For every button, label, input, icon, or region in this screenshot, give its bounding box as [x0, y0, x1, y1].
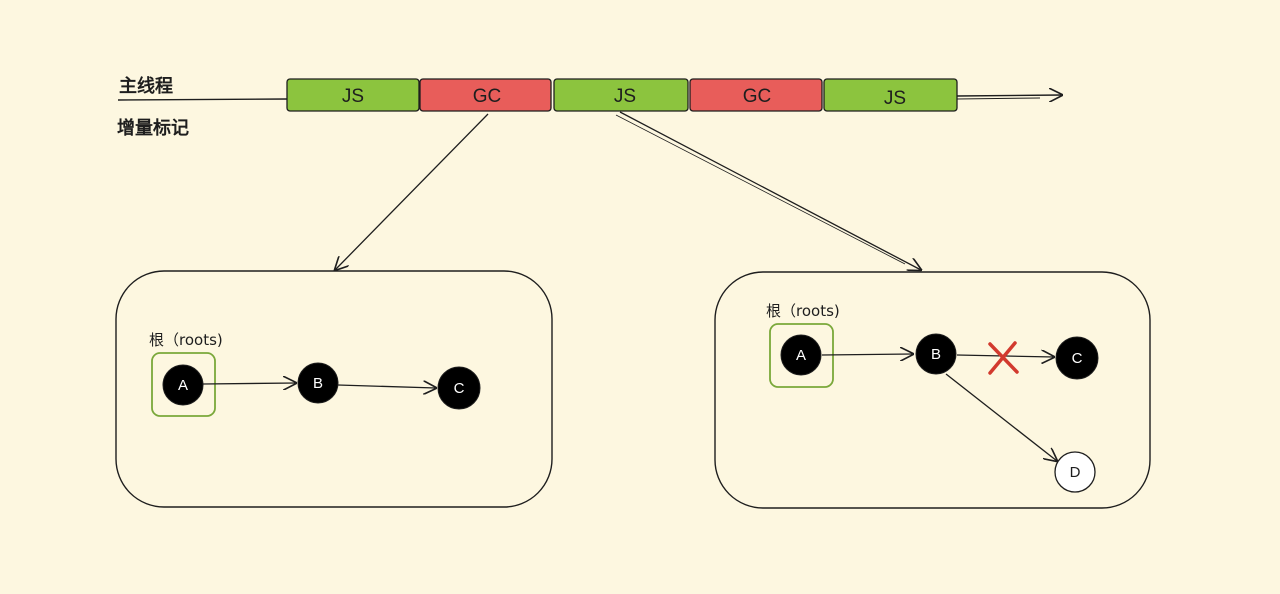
segment-gc-2: GC [689, 78, 823, 112]
node-b: B [915, 333, 957, 375]
arrow-js-to-right-box [619, 111, 921, 270]
node-a: A [162, 364, 204, 406]
node-label: A [178, 377, 188, 394]
main-thread-line [117, 98, 289, 101]
left-root-label: 根（roots) [149, 331, 223, 349]
node-label: D [1070, 464, 1081, 481]
edge-a-b [821, 354, 913, 355]
left-heap-box [115, 270, 553, 508]
left-object-graph: A B C [151, 352, 481, 417]
segment-label: JS [614, 86, 636, 107]
node-d: D [1054, 451, 1096, 493]
right-object-graph: A B C D [769, 323, 1099, 493]
node-label: C [1072, 350, 1083, 367]
segment-js-3: JS [823, 78, 958, 112]
segment-js-1: JS [286, 78, 420, 112]
node-c: C [437, 366, 481, 410]
node-label: A [796, 347, 806, 364]
edge-b-c [337, 385, 436, 388]
node-label: B [313, 375, 323, 392]
segment-gc-1: GC [419, 78, 552, 112]
segment-label: JS [342, 86, 364, 107]
cross-icon [988, 341, 1019, 375]
edge-b-d [945, 373, 1057, 461]
segment-label: GC [743, 86, 772, 107]
node-c: C [1055, 336, 1099, 380]
node-label: B [931, 346, 941, 363]
edge-a-b [202, 383, 296, 384]
segment-label: JS [884, 88, 906, 109]
segment-label: GC [473, 86, 502, 107]
arrow-gc-to-left-box [335, 113, 489, 270]
node-b: B [297, 362, 339, 404]
node-label: C [454, 380, 465, 397]
segment-js-2: JS [553, 78, 689, 112]
incremental-marking-label: 增量标记 [117, 118, 189, 139]
timeline: JS GC JS GC JS [286, 78, 958, 112]
right-heap-box [714, 271, 1151, 509]
right-root-label: 根（roots) [766, 302, 840, 320]
node-a: A [780, 334, 822, 376]
main-thread-label: 主线程 [119, 76, 173, 97]
timeline-arrow [956, 95, 1062, 96]
